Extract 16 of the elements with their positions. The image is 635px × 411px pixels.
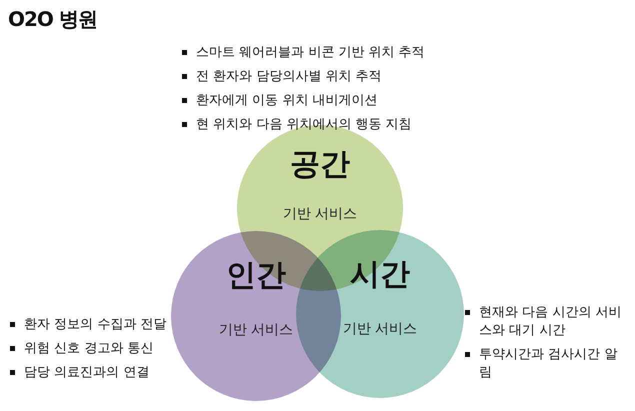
- bullet-text: 담당 의료진과의 연결: [8, 364, 178, 382]
- bullet-text: 위험 신호 경고와 통신: [8, 340, 178, 358]
- bullet-text: 투약시간과 검사시간 알림: [463, 346, 628, 382]
- bullet-text: 현 위치와 다음 위치에서의 행동 지침: [180, 116, 480, 134]
- bullet-text: 환자 정보의 수집과 전달: [8, 316, 178, 334]
- heading-text: 인간: [225, 257, 287, 295]
- bullet-text: 전 환자와 담당의사별 위치 추적: [180, 68, 480, 86]
- subtitle-text: 기반 서비스: [282, 205, 358, 223]
- heading-text: 공간: [289, 146, 351, 184]
- bullet-text: 현재와 다음 시간의 서비스와 대기 시간: [463, 304, 628, 340]
- subtitle-text: 기반 서비스: [342, 320, 418, 338]
- bullet-text: 환자에게 이동 위치 내비게이션: [180, 92, 480, 110]
- heading-text: 시간: [349, 256, 411, 294]
- title-text: O2O 병원: [8, 6, 97, 33]
- bullet-text: 스마트 웨어러블과 비콘 기반 위치 추적: [180, 44, 480, 62]
- subtitle-text: 기반 서비스: [218, 321, 294, 339]
